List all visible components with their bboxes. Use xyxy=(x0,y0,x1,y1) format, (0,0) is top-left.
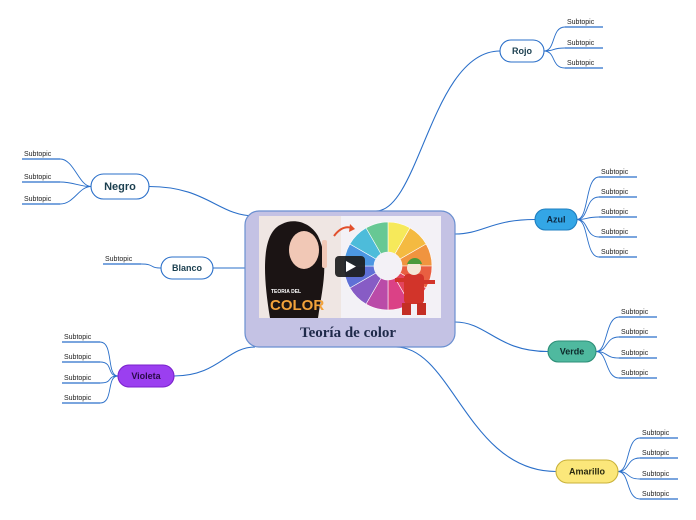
subtopic-verde-3[interactable]: Subtopic xyxy=(621,350,649,357)
central-topic[interactable]: TEORIA DEL COLOR Teoría de color xyxy=(244,210,456,348)
subtopic-negro-1[interactable]: Subtopic xyxy=(24,151,52,158)
topic-blanco-box[interactable] xyxy=(160,256,214,280)
topic-violeta-box[interactable] xyxy=(117,364,175,388)
subtopic-azul-1[interactable]: Subtopic xyxy=(601,169,629,176)
subtopic-verde-4[interactable]: Subtopic xyxy=(621,370,649,377)
connector-verde-subtopic-4 xyxy=(595,351,620,379)
connector-violeta-subtopic-2 xyxy=(99,361,119,377)
connector-negro-subtopic-2 xyxy=(59,181,92,187)
subtopic-amarillo-3[interactable]: Subtopic xyxy=(642,471,670,478)
topic-azul-label: Azul xyxy=(547,214,566,224)
subtopic-negro-2[interactable]: Subtopic xyxy=(24,174,52,181)
connector-amarillo-subtopic-4 xyxy=(617,471,641,500)
subtopic-violeta-1[interactable]: Subtopic xyxy=(64,334,92,341)
subtopic-violeta-3[interactable]: Subtopic xyxy=(64,375,92,382)
subtopic-verde-1[interactable]: Subtopic xyxy=(621,309,649,316)
connector-azul-subtopic-5 xyxy=(576,219,600,258)
connector-verde xyxy=(454,321,549,353)
connector-rojo-subtopic-2 xyxy=(543,47,566,52)
connector-negro-subtopic-1 xyxy=(59,158,92,187)
subtopic-azul-2[interactable]: Subtopic xyxy=(601,189,629,196)
topic-rojo-box[interactable] xyxy=(499,39,545,63)
subtopic-rojo-3[interactable]: Subtopic xyxy=(567,60,595,67)
topic-violeta-label: Violeta xyxy=(131,371,161,381)
topic-azul-box[interactable] xyxy=(534,208,578,231)
connector-blanco-subtopic-1 xyxy=(140,263,162,269)
subtopic-verde-2[interactable]: Subtopic xyxy=(621,329,649,336)
topic-verde-label: Verde xyxy=(560,346,585,356)
connector-rojo xyxy=(375,50,501,212)
topic-blanco-label: Blanco xyxy=(172,263,203,273)
topic-amarillo-label: Amarillo xyxy=(569,466,606,476)
connector-azul-subtopic-1 xyxy=(576,176,600,220)
connector-verde-subtopic-2 xyxy=(595,336,620,352)
connector-amarillo-subtopic-1 xyxy=(617,437,641,472)
play-icon[interactable] xyxy=(335,256,365,277)
connector-amarillo-subtopic-2 xyxy=(617,457,641,472)
thumbnail-caption-big: COLOR xyxy=(270,297,324,314)
connector-rojo-subtopic-1 xyxy=(543,26,566,52)
subtopic-azul-5[interactable]: Subtopic xyxy=(601,249,629,256)
subtopic-violeta-4[interactable]: Subtopic xyxy=(64,395,92,402)
topic-azul[interactable]: Azul xyxy=(534,208,578,231)
thumbnail-caption-small: TEORIA DEL xyxy=(271,289,301,295)
connector-violeta-subtopic-4 xyxy=(99,375,119,404)
subtopic-negro-3[interactable]: Subtopic xyxy=(24,196,52,203)
connector-azul-subtopic-4 xyxy=(576,219,600,238)
face-shape xyxy=(289,231,319,269)
video-thumbnail[interactable]: TEORIA DEL COLOR xyxy=(259,216,441,318)
topic-negro-label: Negro xyxy=(104,181,136,193)
topic-rojo-label: Rojo xyxy=(512,46,532,56)
connector-rojo-subtopic-3 xyxy=(543,50,566,69)
finger-shape xyxy=(322,240,327,268)
connectors xyxy=(22,26,678,500)
subtopic-amarillo-2[interactable]: Subtopic xyxy=(642,450,670,457)
topic-rojo[interactable]: Rojo xyxy=(499,39,545,63)
subtopic-amarillo-4[interactable]: Subtopic xyxy=(642,491,670,498)
topic-negro-box[interactable] xyxy=(90,173,150,200)
joker-figure xyxy=(395,258,435,315)
topic-amarillo-box[interactable] xyxy=(555,459,619,484)
topic-verde[interactable]: Verde xyxy=(547,340,597,363)
connector-amarillo xyxy=(395,346,557,473)
connector-negro xyxy=(148,185,256,217)
connector-violeta-subtopic-1 xyxy=(99,341,119,377)
subtopic-rojo-2[interactable]: Subtopic xyxy=(567,40,595,47)
subtopic-azul-4[interactable]: Subtopic xyxy=(601,229,629,236)
subtopic-amarillo-1[interactable]: Subtopic xyxy=(642,430,670,437)
subtopic-rojo-1[interactable]: Subtopic xyxy=(567,19,595,26)
topic-negro[interactable]: Negro xyxy=(90,173,150,200)
connector-azul-subtopic-2 xyxy=(576,196,600,220)
connector-violeta xyxy=(173,346,256,377)
topic-amarillo[interactable]: Amarillo xyxy=(555,459,619,484)
topic-blanco[interactable]: Blanco xyxy=(160,256,214,280)
subtopic-violeta-2[interactable]: Subtopic xyxy=(64,354,92,361)
central-topic-title: Teoría de color xyxy=(300,325,396,341)
connector-verde-subtopic-1 xyxy=(595,316,620,352)
topic-verde-box[interactable] xyxy=(547,340,597,363)
topic-violeta[interactable]: Violeta xyxy=(117,364,175,388)
connector-azul xyxy=(454,218,536,235)
subtopic-blanco-1[interactable]: Subtopic xyxy=(105,256,133,263)
branch-topics: SubtopicSubtopicSubtopicRojoSubtopicSubt… xyxy=(24,19,670,498)
connector-negro-subtopic-3 xyxy=(59,186,92,205)
subtopic-azul-3[interactable]: Subtopic xyxy=(601,209,629,216)
